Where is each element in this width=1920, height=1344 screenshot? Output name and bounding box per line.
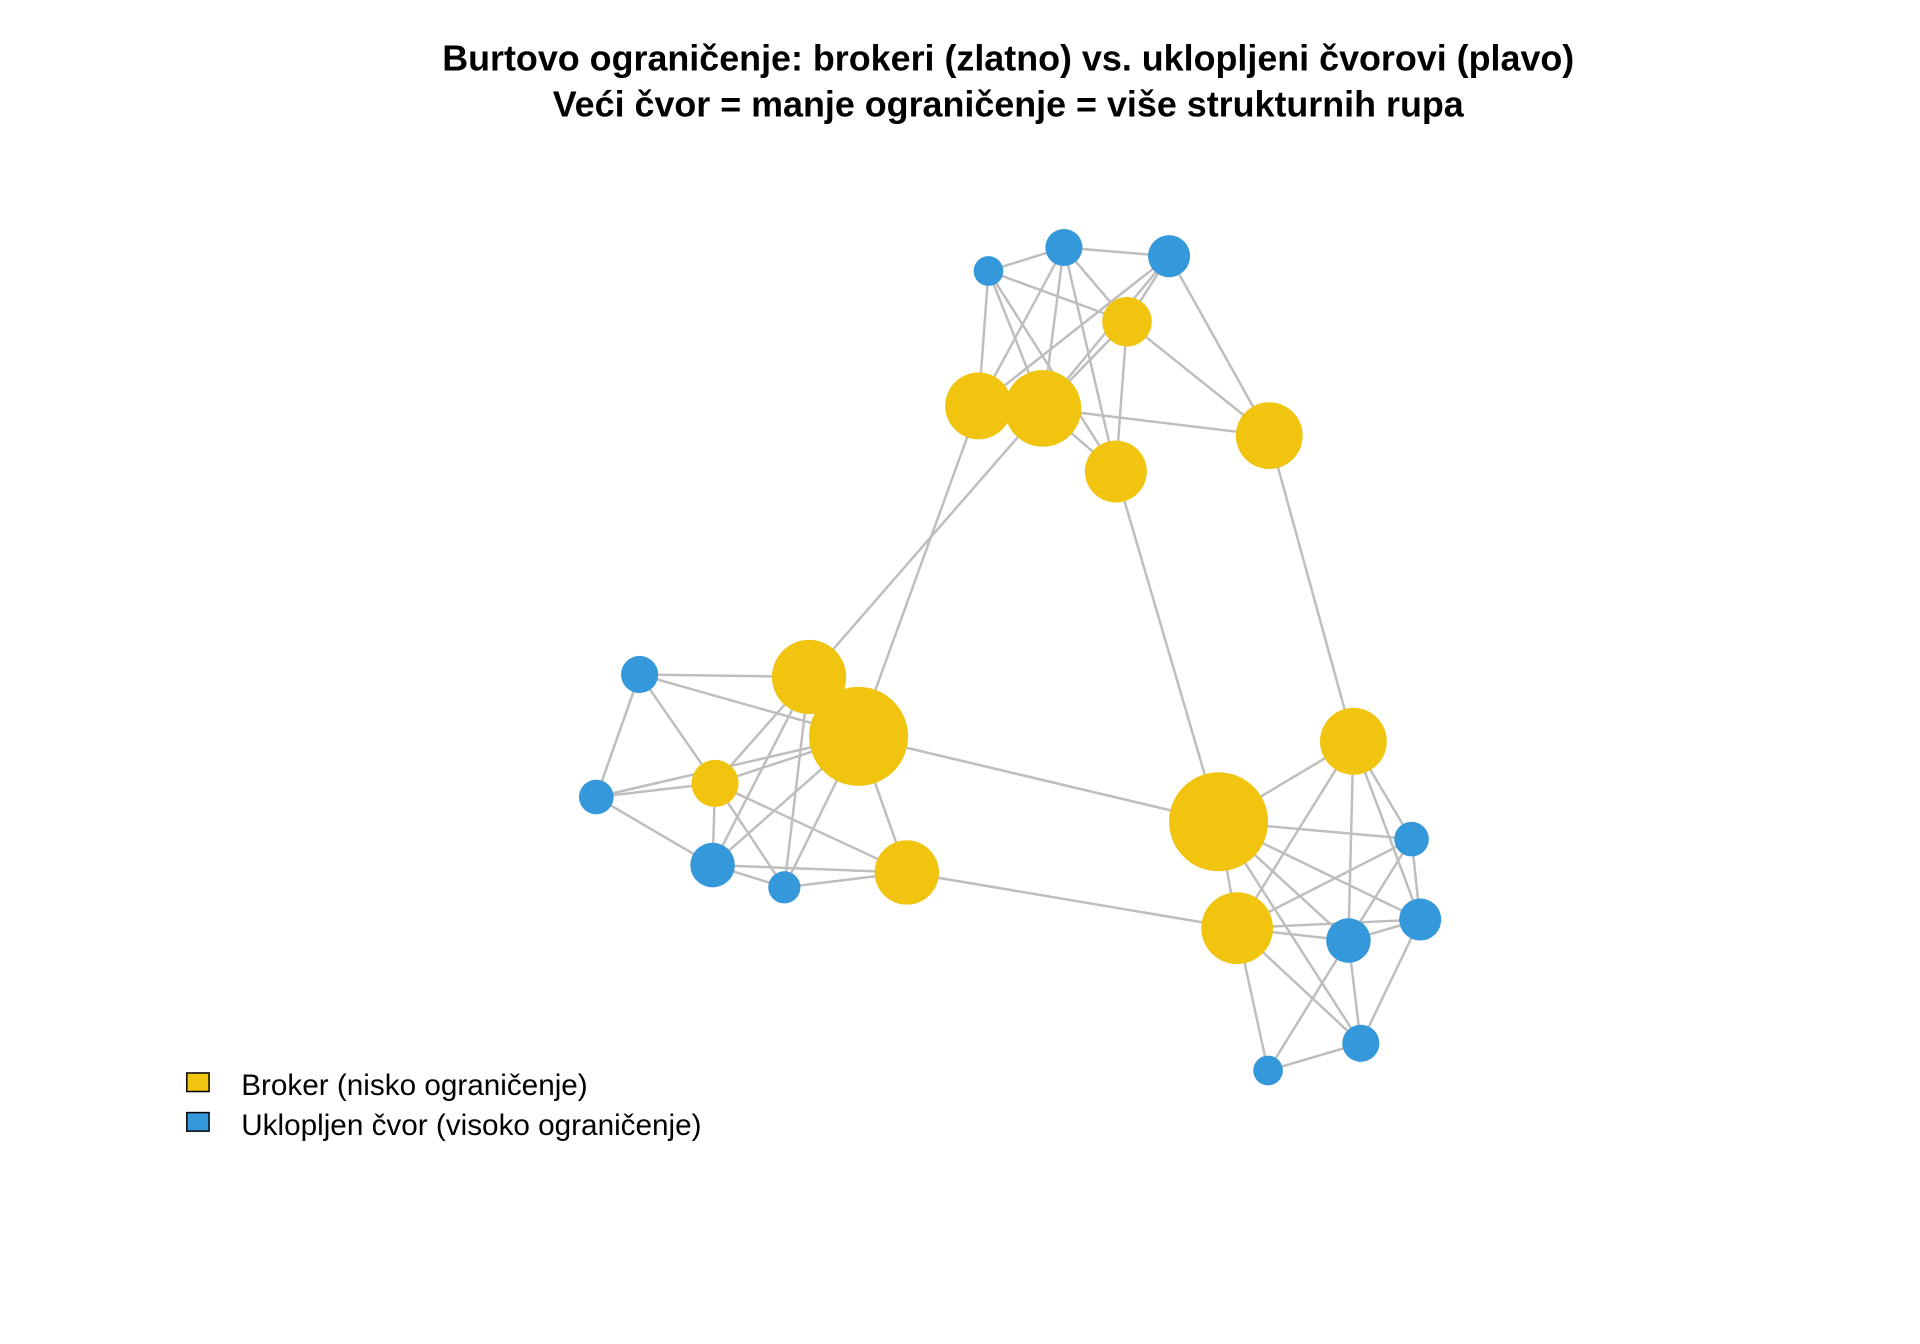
node-broker-P — [874, 840, 939, 905]
node-embedded-S — [1394, 821, 1429, 857]
legend-swatch-broker — [186, 1072, 210, 1093]
edge-P-T — [906, 871, 1238, 930]
node-broker-J — [771, 639, 847, 715]
node-broker-L — [691, 759, 739, 807]
node-broker-H — [1235, 402, 1303, 470]
legend-label-embedded: Uklopljen čvor (visoko ograničenje) — [241, 1109, 701, 1142]
node-embedded-X — [1253, 1055, 1283, 1086]
node-broker-K — [809, 686, 909, 786]
edge-L-P — [714, 782, 908, 874]
edge-U-X — [1266, 939, 1350, 1072]
nodes-layer — [578, 228, 1442, 1086]
node-embedded-B — [1045, 228, 1083, 267]
chart-title-line2: Veći čvor = manje ograničenje = više str… — [553, 84, 1465, 124]
chart-title-line1: Burtovo ograničenje: brokeri (zlatno) vs… — [442, 39, 1574, 79]
node-embedded-O — [768, 871, 801, 904]
edges-layer — [595, 246, 1422, 1072]
edge-I-M — [595, 674, 641, 798]
node-embedded-N — [690, 842, 735, 888]
node-embedded-V — [1399, 898, 1442, 941]
legend-label-broker: Broker (nisko ograničenje) — [241, 1069, 587, 1102]
edge-M-N — [595, 795, 714, 867]
edge-Q-T — [1236, 740, 1355, 929]
legend: Broker (nisko ograničenje) Uklopljen čvo… — [186, 1069, 702, 1142]
edge-C-H — [1167, 255, 1271, 437]
legend-swatch-embedded — [186, 1111, 210, 1132]
edge-V-W — [1359, 918, 1422, 1044]
node-broker-T — [1201, 892, 1273, 965]
edge-C-E — [977, 255, 1170, 407]
edge-F-J — [808, 407, 1044, 678]
node-broker-F — [1004, 370, 1082, 447]
edge-K-R — [858, 735, 1219, 823]
node-embedded-C — [1148, 235, 1191, 278]
node-embedded-A — [973, 256, 1004, 286]
node-broker-G — [1084, 440, 1147, 503]
node-broker-Q — [1320, 707, 1387, 775]
node-embedded-U — [1326, 918, 1371, 963]
edge-E-K — [857, 405, 980, 737]
edge-G-R — [1114, 471, 1220, 823]
node-broker-D — [1102, 297, 1152, 347]
node-broker-E — [945, 372, 1012, 440]
node-embedded-M — [578, 779, 614, 815]
node-broker-R — [1169, 772, 1269, 872]
node-embedded-W — [1342, 1024, 1380, 1062]
edge-N-P — [712, 863, 907, 874]
node-embedded-I — [621, 655, 659, 694]
edge-H-Q — [1268, 435, 1355, 742]
